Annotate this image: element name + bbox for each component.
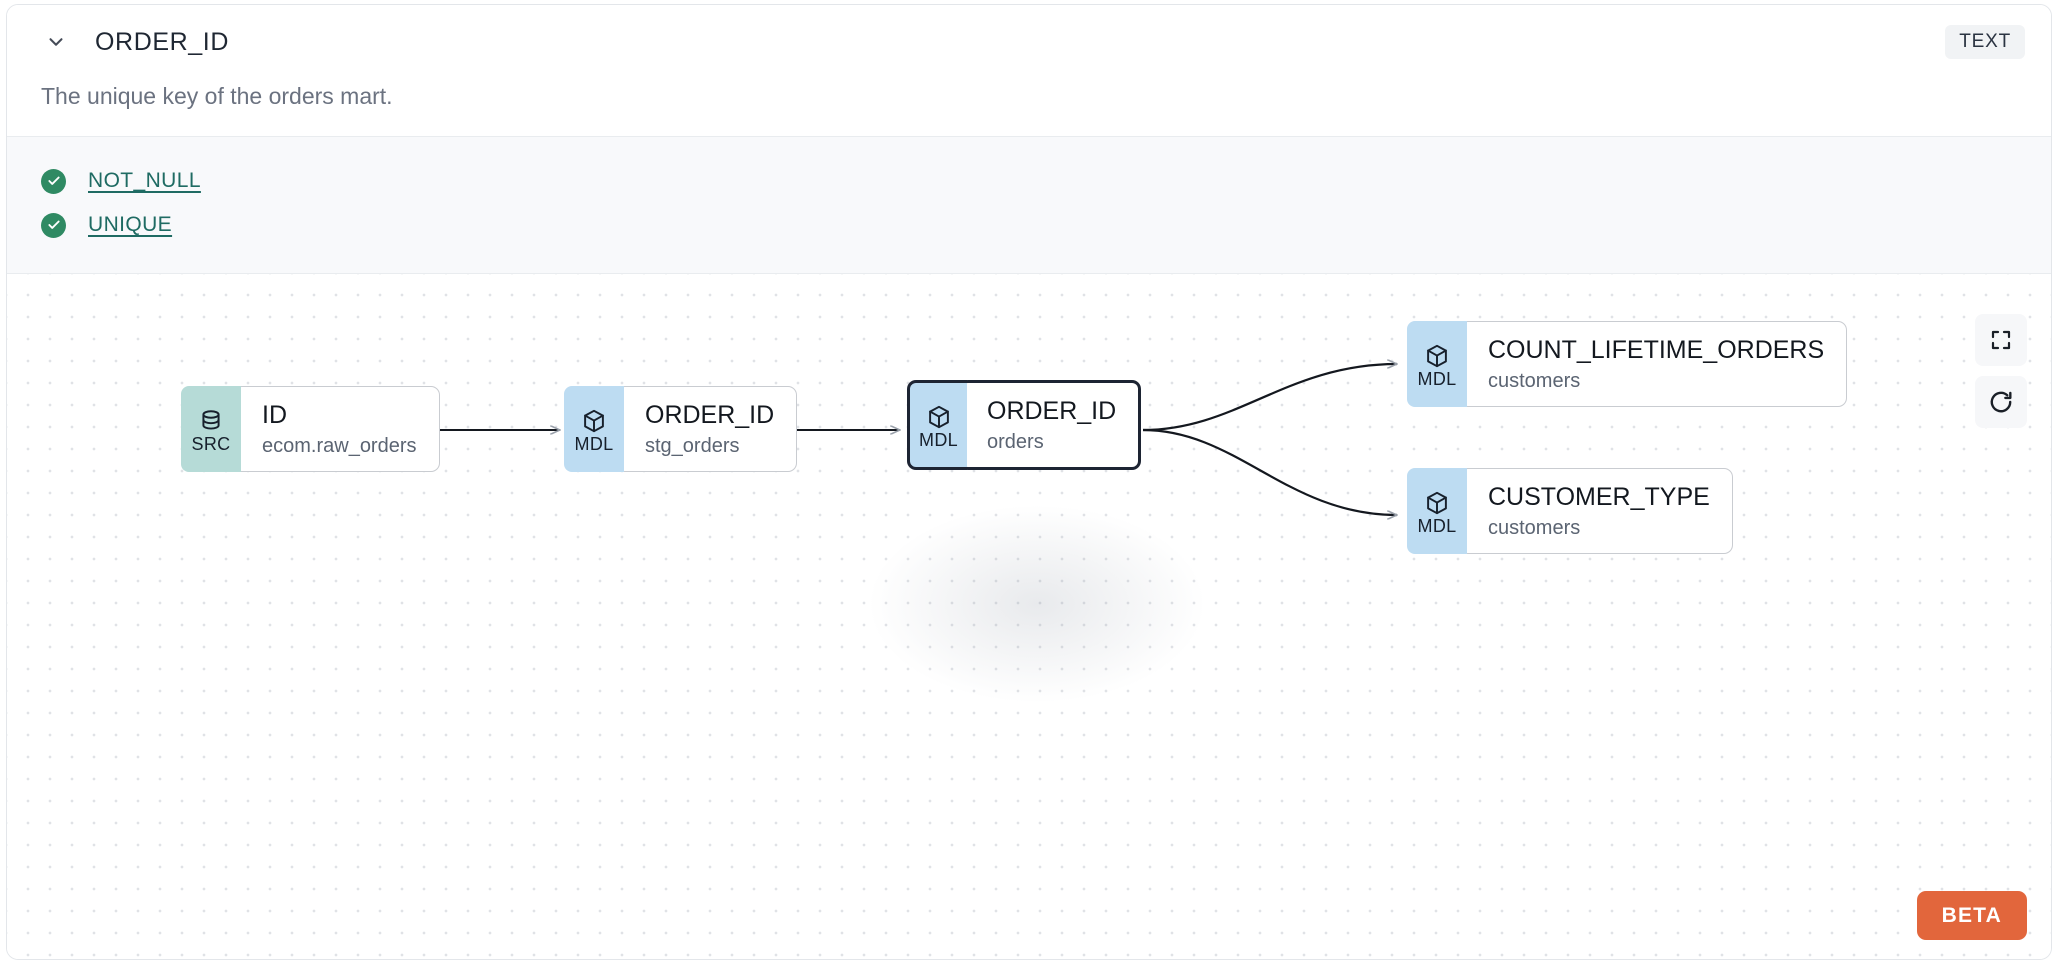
node-body: COUNT_LIFETIME_ORDERS customers [1459, 321, 1848, 407]
lineage-node-count-lifetime-orders[interactable]: MDL COUNT_LIFETIME_ORDERS customers [1407, 321, 1848, 407]
test-row: UNIQUE [41, 205, 2017, 245]
node-subtitle: customers [1488, 517, 1581, 539]
node-name: CUSTOMER_TYPE [1488, 483, 1710, 511]
lineage-node-id[interactable]: SRC ID ecom.raw_orders [181, 386, 440, 472]
node-subtitle: customers [1488, 370, 1581, 392]
node-subtitle: stg_orders [645, 435, 740, 457]
node-name: ORDER_ID [987, 397, 1117, 425]
badge-label: MDL [919, 429, 958, 450]
chevron-down-icon[interactable] [41, 27, 71, 57]
tests-section: NOT_NULL UNIQUE [7, 136, 2051, 274]
column-type-badge: TEXT [1945, 25, 2025, 59]
source-badge: SRC [181, 386, 241, 472]
lineage-node-orders-selected[interactable]: MDL ORDER_ID orders [907, 380, 1142, 470]
column-detail-panel: ORDER_ID TEXT The unique key of the orde… [6, 4, 2052, 960]
node-name: ID [262, 401, 287, 429]
test-row: NOT_NULL [41, 161, 2017, 201]
fit-view-button[interactable] [1975, 314, 2027, 366]
selected-node-glow [867, 504, 1207, 704]
lineage-graph-canvas[interactable]: SRC ID ecom.raw_orders MDL ORDER_ID stg_… [7, 274, 2051, 959]
node-body: ORDER_ID stg_orders [616, 386, 798, 472]
panel-header: ORDER_ID TEXT [7, 5, 2051, 79]
graph-controls [1975, 314, 2027, 428]
node-body: ID ecom.raw_orders [233, 386, 440, 472]
check-circle-icon [41, 212, 66, 238]
refresh-button[interactable] [1975, 376, 2027, 428]
model-badge: MDL [1407, 468, 1467, 554]
model-badge: MDL [907, 380, 967, 470]
test-link-not-null[interactable]: NOT_NULL [88, 169, 201, 192]
node-subtitle: orders [987, 431, 1044, 453]
node-body: CUSTOMER_TYPE customers [1459, 468, 1733, 554]
badge-label: MDL [574, 433, 614, 454]
node-name: ORDER_ID [645, 401, 775, 429]
badge-label: MDL [1417, 368, 1457, 389]
test-link-unique[interactable]: UNIQUE [88, 213, 173, 236]
beta-badge[interactable]: BETA [1916, 891, 2027, 940]
node-name: COUNT_LIFETIME_ORDERS [1488, 336, 1825, 364]
lineage-node-stg-orders[interactable]: MDL ORDER_ID stg_orders [564, 386, 798, 472]
badge-label: SRC [191, 433, 231, 454]
model-badge: MDL [1407, 321, 1467, 407]
check-circle-icon [41, 168, 66, 194]
node-body: ORDER_ID orders [959, 380, 1142, 470]
badge-label: MDL [1417, 515, 1457, 536]
node-subtitle: ecom.raw_orders [262, 435, 417, 457]
lineage-node-customer-type[interactable]: MDL CUSTOMER_TYPE customers [1407, 468, 1733, 554]
model-badge: MDL [564, 386, 624, 472]
page-title: ORDER_ID [95, 27, 229, 56]
column-description: The unique key of the orders mart. [7, 79, 2051, 136]
